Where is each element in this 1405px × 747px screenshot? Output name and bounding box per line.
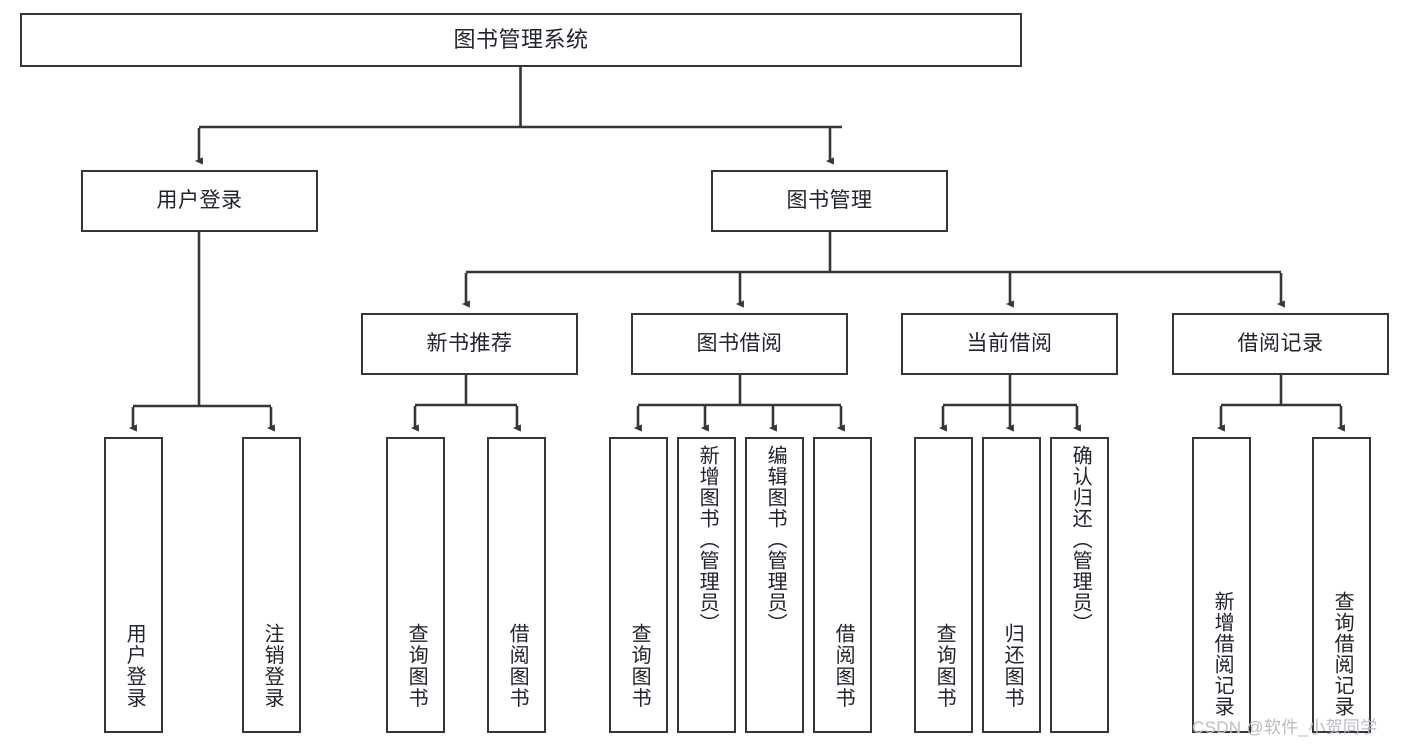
leaf-current-confirm-return-admin[interactable]: 确认归还（管理员） — [1050, 437, 1109, 733]
node-new-book-recommend[interactable]: 新书推荐 — [361, 313, 578, 375]
node-label: 借阅图书 — [832, 623, 855, 709]
node-label: 查询借阅记录 — [1331, 591, 1354, 717]
node-label: 编辑图书（管理员） — [764, 445, 787, 634]
csdn-watermark: CSDN @软件_小贺同学 — [1192, 718, 1378, 737]
node-label: 图书管理 — [786, 188, 873, 212]
leaf-recommend-query-book[interactable]: 查询图书 — [386, 437, 445, 733]
leaf-current-return-book[interactable]: 归还图书 — [982, 437, 1041, 733]
node-label: 归还图书 — [1001, 623, 1024, 709]
leaf-borrow-query-book[interactable]: 查询图书 — [609, 437, 668, 733]
leaf-borrow-edit-book-admin[interactable]: 编辑图书（管理员） — [745, 437, 804, 733]
node-book-borrow[interactable]: 图书借阅 — [631, 313, 848, 375]
node-label: 新书推荐 — [426, 331, 513, 355]
node-root-book-management-system[interactable]: 图书管理系统 — [20, 13, 1022, 67]
node-current-borrow[interactable]: 当前借阅 — [901, 313, 1118, 375]
node-user-login[interactable]: 用户登录 — [81, 170, 318, 232]
leaf-record-query-borrow-record[interactable]: 查询借阅记录 — [1312, 437, 1371, 733]
node-borrow-record[interactable]: 借阅记录 — [1172, 313, 1389, 375]
node-label: 查询图书 — [933, 623, 956, 709]
node-label: 新增图书（管理员） — [696, 445, 719, 634]
node-label: 借阅记录 — [1237, 331, 1324, 355]
leaf-current-query-book[interactable]: 查询图书 — [914, 437, 973, 733]
leaf-user-login[interactable]: 用户登录 — [104, 437, 163, 733]
node-label: 注销登录 — [261, 623, 284, 709]
node-label: 用户登录 — [123, 623, 146, 709]
node-book-management[interactable]: 图书管理 — [711, 170, 948, 232]
leaf-user-logout[interactable]: 注销登录 — [242, 437, 301, 733]
leaf-recommend-borrow-book[interactable]: 借阅图书 — [487, 437, 546, 733]
node-label: 图书管理系统 — [453, 27, 589, 53]
node-label: 查询图书 — [628, 623, 651, 709]
leaf-borrow-add-book-admin[interactable]: 新增图书（管理员） — [677, 437, 736, 733]
node-label: 确认归还（管理员） — [1069, 445, 1092, 634]
node-label: 新增借阅记录 — [1211, 591, 1234, 717]
node-label: 查询图书 — [405, 623, 428, 709]
node-label: 当前借阅 — [966, 331, 1053, 355]
leaf-borrow-borrow-book[interactable]: 借阅图书 — [813, 437, 872, 733]
leaf-record-add-borrow-record[interactable]: 新增借阅记录 — [1192, 437, 1251, 733]
node-label: 用户登录 — [156, 188, 243, 212]
node-label: 图书借阅 — [696, 331, 783, 355]
node-label: 借阅图书 — [506, 623, 529, 709]
